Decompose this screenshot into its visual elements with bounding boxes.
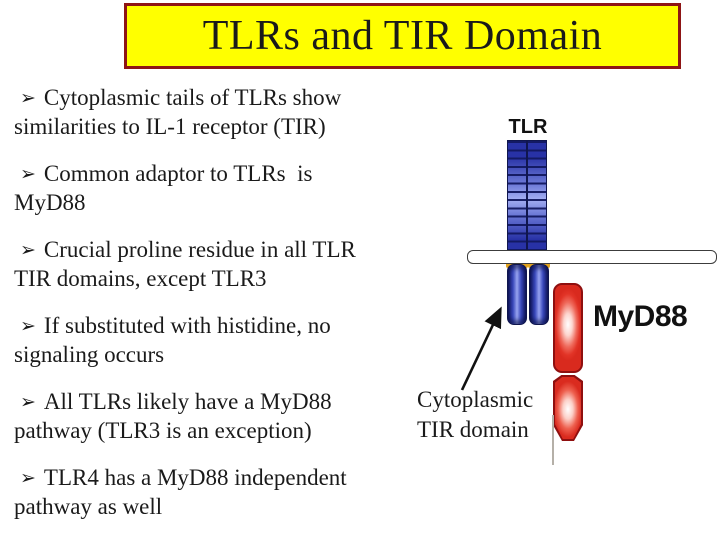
bullet-item: ➢If substituted with histidine, no signa… [14, 312, 426, 368]
bullet-text: If substituted with histidine, no signal… [14, 313, 331, 367]
bullet-item: ➢All TLRs likely have a MyD88 pathway (T… [14, 388, 426, 444]
myd88-lower-domain [553, 375, 583, 441]
bullet-arrow-icon: ➢ [20, 467, 36, 489]
bullet-text: Crucial proline residue in all TLR TIR d… [14, 237, 356, 291]
title-banner: TLRs and TIR Domain [124, 3, 681, 69]
bullet-item: ➢TLR4 has a MyD88 independent pathway as… [14, 464, 426, 520]
myd88-label: MyD88 [593, 300, 688, 333]
bullet-item: ➢Common adaptor to TLRs is MyD88 [14, 160, 426, 216]
tlr-ectodomain-left-column [507, 140, 527, 254]
bullet-list: ➢Cytoplasmic tails of TLRs show similari… [14, 84, 426, 540]
tir-annotation-label: Cytoplasmic TIR domain [417, 385, 533, 445]
tlr-ectodomain-right-column [527, 140, 547, 254]
bullet-arrow-icon: ➢ [20, 315, 36, 337]
cell-membrane-bar [467, 250, 717, 264]
bullet-arrow-icon: ➢ [20, 87, 36, 109]
tir-domain-bar-right [529, 264, 549, 325]
tir-annotation-line1: Cytoplasmic [417, 387, 534, 412]
bullet-arrow-icon: ➢ [20, 239, 36, 261]
annotation-arrow-icon [460, 306, 502, 391]
tir-domain-bar-left [507, 264, 527, 325]
divider-line [552, 415, 554, 465]
bullet-text: Cytoplasmic tails of TLRs show similarit… [14, 85, 342, 139]
bullet-arrow-icon: ➢ [20, 163, 36, 185]
membrane-anchor-right [528, 261, 550, 268]
tir-annotation-line2: TIR domain [417, 417, 529, 442]
bullet-text: Common adaptor to TLRs is MyD88 [14, 161, 313, 215]
tlr-label: TLR [508, 116, 548, 138]
myd88-lower-domain-fill [555, 377, 581, 439]
membrane-anchor-left [506, 261, 528, 268]
bullet-arrow-icon: ➢ [20, 391, 36, 413]
bullet-item: ➢Cytoplasmic tails of TLRs show similari… [14, 84, 426, 140]
bullet-item: ➢Crucial proline residue in all TLR TIR … [14, 236, 426, 292]
bullet-text: TLR4 has a MyD88 independent pathway as … [14, 465, 347, 519]
slide-title: TLRs and TIR Domain [202, 13, 603, 59]
myd88-upper-domain [553, 283, 583, 373]
bullet-text: All TLRs likely have a MyD88 pathway (TL… [14, 389, 332, 443]
